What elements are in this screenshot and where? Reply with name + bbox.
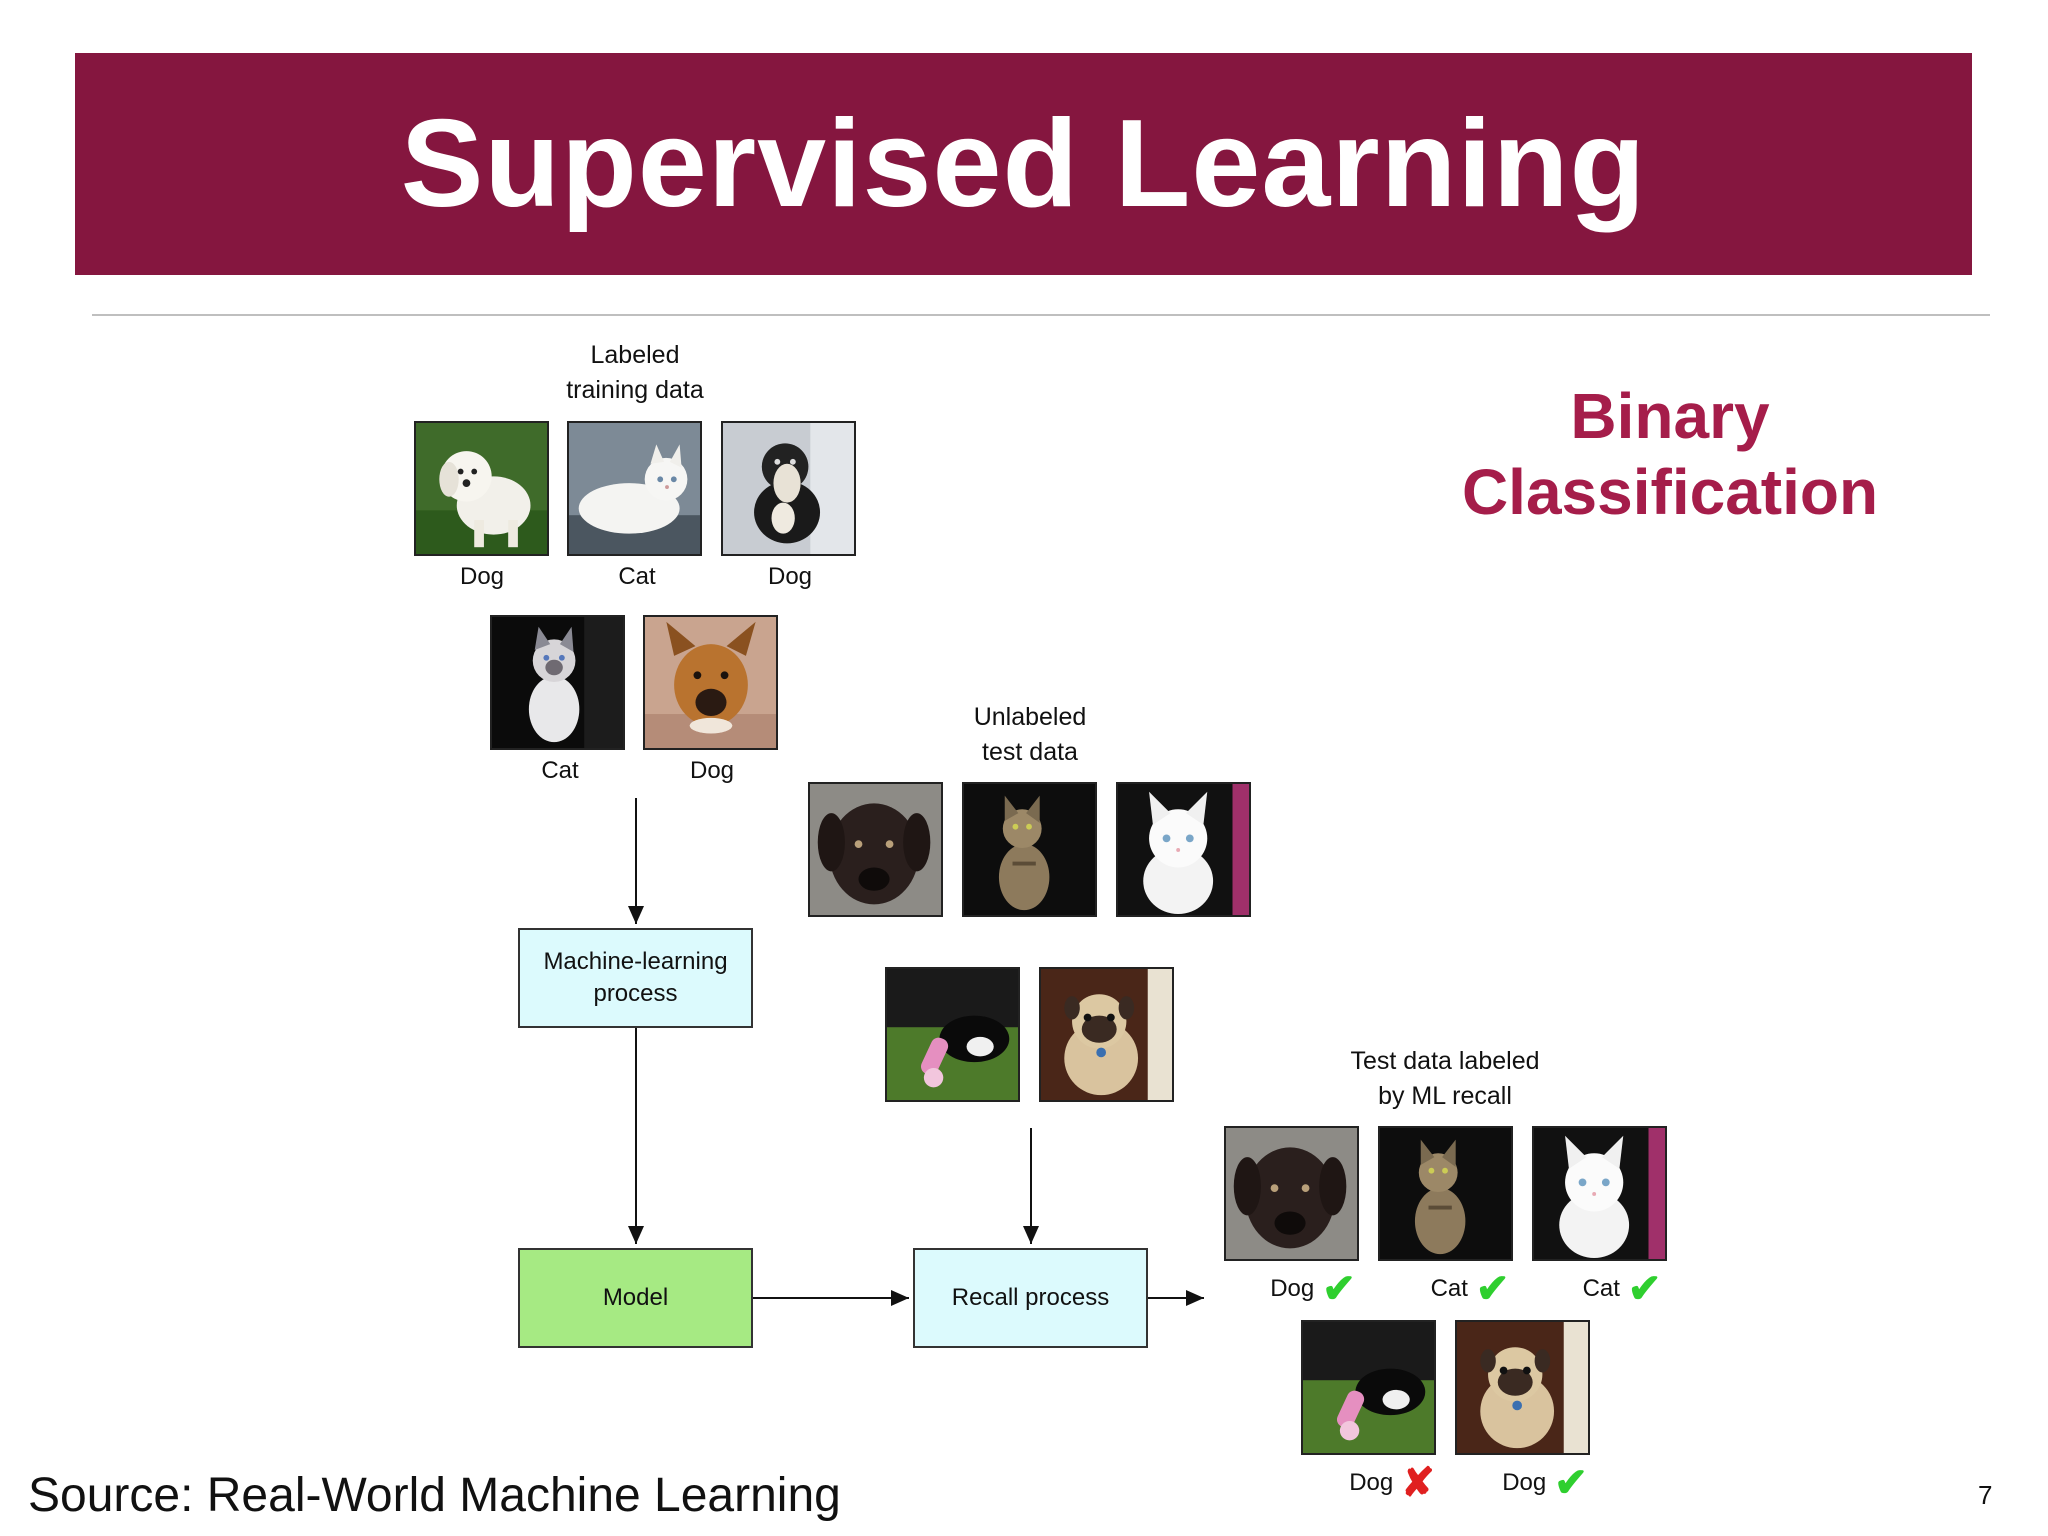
test-image-cat-white xyxy=(1116,782,1251,917)
ml-process-line-1: Machine-learning xyxy=(543,948,728,975)
result-caption-4: Dog ✘ xyxy=(1292,1460,1492,1506)
training-image-cat-siamese xyxy=(490,615,625,750)
side-heading: Binary Classification xyxy=(1410,378,1930,530)
recall-process-box: Recall process xyxy=(913,1248,1148,1348)
model-label: Model xyxy=(602,1284,669,1311)
result-label-5: Dog xyxy=(1502,1469,1547,1496)
test-image-dog-pug xyxy=(1039,967,1174,1102)
checkmark-icon: ✔ xyxy=(1554,1461,1588,1505)
training-caption-2: Cat xyxy=(618,563,656,590)
training-caption-1: Dog xyxy=(459,563,505,590)
training-image-dog-black xyxy=(721,421,856,556)
test-label-line-2: test data xyxy=(982,738,1078,766)
result-label-3: Cat xyxy=(1582,1275,1620,1302)
result-label-line-1: Test data labeled xyxy=(1350,1047,1540,1075)
training-label-line-1: Labeled xyxy=(590,341,680,369)
test-data-label: Unlabeled test data xyxy=(920,700,1140,770)
training-caption-3: Dog xyxy=(767,563,813,590)
test-label-line-1: Unlabeled xyxy=(973,703,1087,731)
cross-icon: ✘ xyxy=(1401,1461,1435,1505)
result-caption-3: Cat ✔ xyxy=(1522,1266,1722,1312)
checkmark-icon: ✔ xyxy=(1627,1267,1662,1311)
test-image-dog-black xyxy=(808,782,943,917)
result-image-dog-pug xyxy=(1455,1320,1590,1455)
result-label-4: Dog xyxy=(1349,1469,1394,1496)
checkmark-icon: ✔ xyxy=(1475,1267,1510,1311)
recall-label: Recall process xyxy=(951,1284,1110,1311)
test-image-cat-tuxedo xyxy=(885,967,1020,1102)
training-image-cat-white xyxy=(567,421,702,556)
side-heading-line-2: Classification xyxy=(1461,456,1879,528)
result-image-dog-black xyxy=(1224,1126,1359,1261)
slide-title: Supervised Learning xyxy=(400,95,1647,233)
training-label-line-2: training data xyxy=(566,376,704,404)
machine-learning-process-box: Machine-learning process xyxy=(518,928,753,1028)
training-image-dog-white xyxy=(414,421,549,556)
result-label-line-2: by ML recall xyxy=(1378,1082,1512,1110)
result-caption-1: Dog ✔ xyxy=(1213,1266,1413,1312)
ml-process-line-2: process xyxy=(593,980,678,1007)
divider-line xyxy=(92,314,1990,316)
result-image-cat-tabby xyxy=(1378,1126,1513,1261)
result-image-cat-tuxedo xyxy=(1301,1320,1436,1455)
side-heading-line-1: Binary xyxy=(1570,380,1770,452)
result-data-label: Test data labeled by ML recall xyxy=(1310,1044,1580,1114)
result-caption-2: Cat ✔ xyxy=(1370,1266,1570,1312)
result-label-2: Cat xyxy=(1430,1275,1468,1302)
result-label-1: Dog xyxy=(1270,1275,1315,1302)
training-data-label: Labeled training data xyxy=(520,338,750,408)
result-caption-5: Dog ✔ xyxy=(1445,1460,1645,1506)
result-image-cat-white xyxy=(1532,1126,1667,1261)
page-number: 7 xyxy=(1978,1480,1993,1510)
model-box: Model xyxy=(518,1248,753,1348)
checkmark-icon: ✔ xyxy=(1322,1267,1356,1311)
source-citation: Source: Real-World Machine Learning xyxy=(28,1469,841,1522)
training-caption-5: Dog xyxy=(689,757,735,784)
training-caption-4: Cat xyxy=(541,757,579,784)
title-banner: Supervised Learning xyxy=(75,53,1972,275)
training-image-dog-shepherd xyxy=(643,615,778,750)
test-image-cat-tabby xyxy=(962,782,1097,917)
